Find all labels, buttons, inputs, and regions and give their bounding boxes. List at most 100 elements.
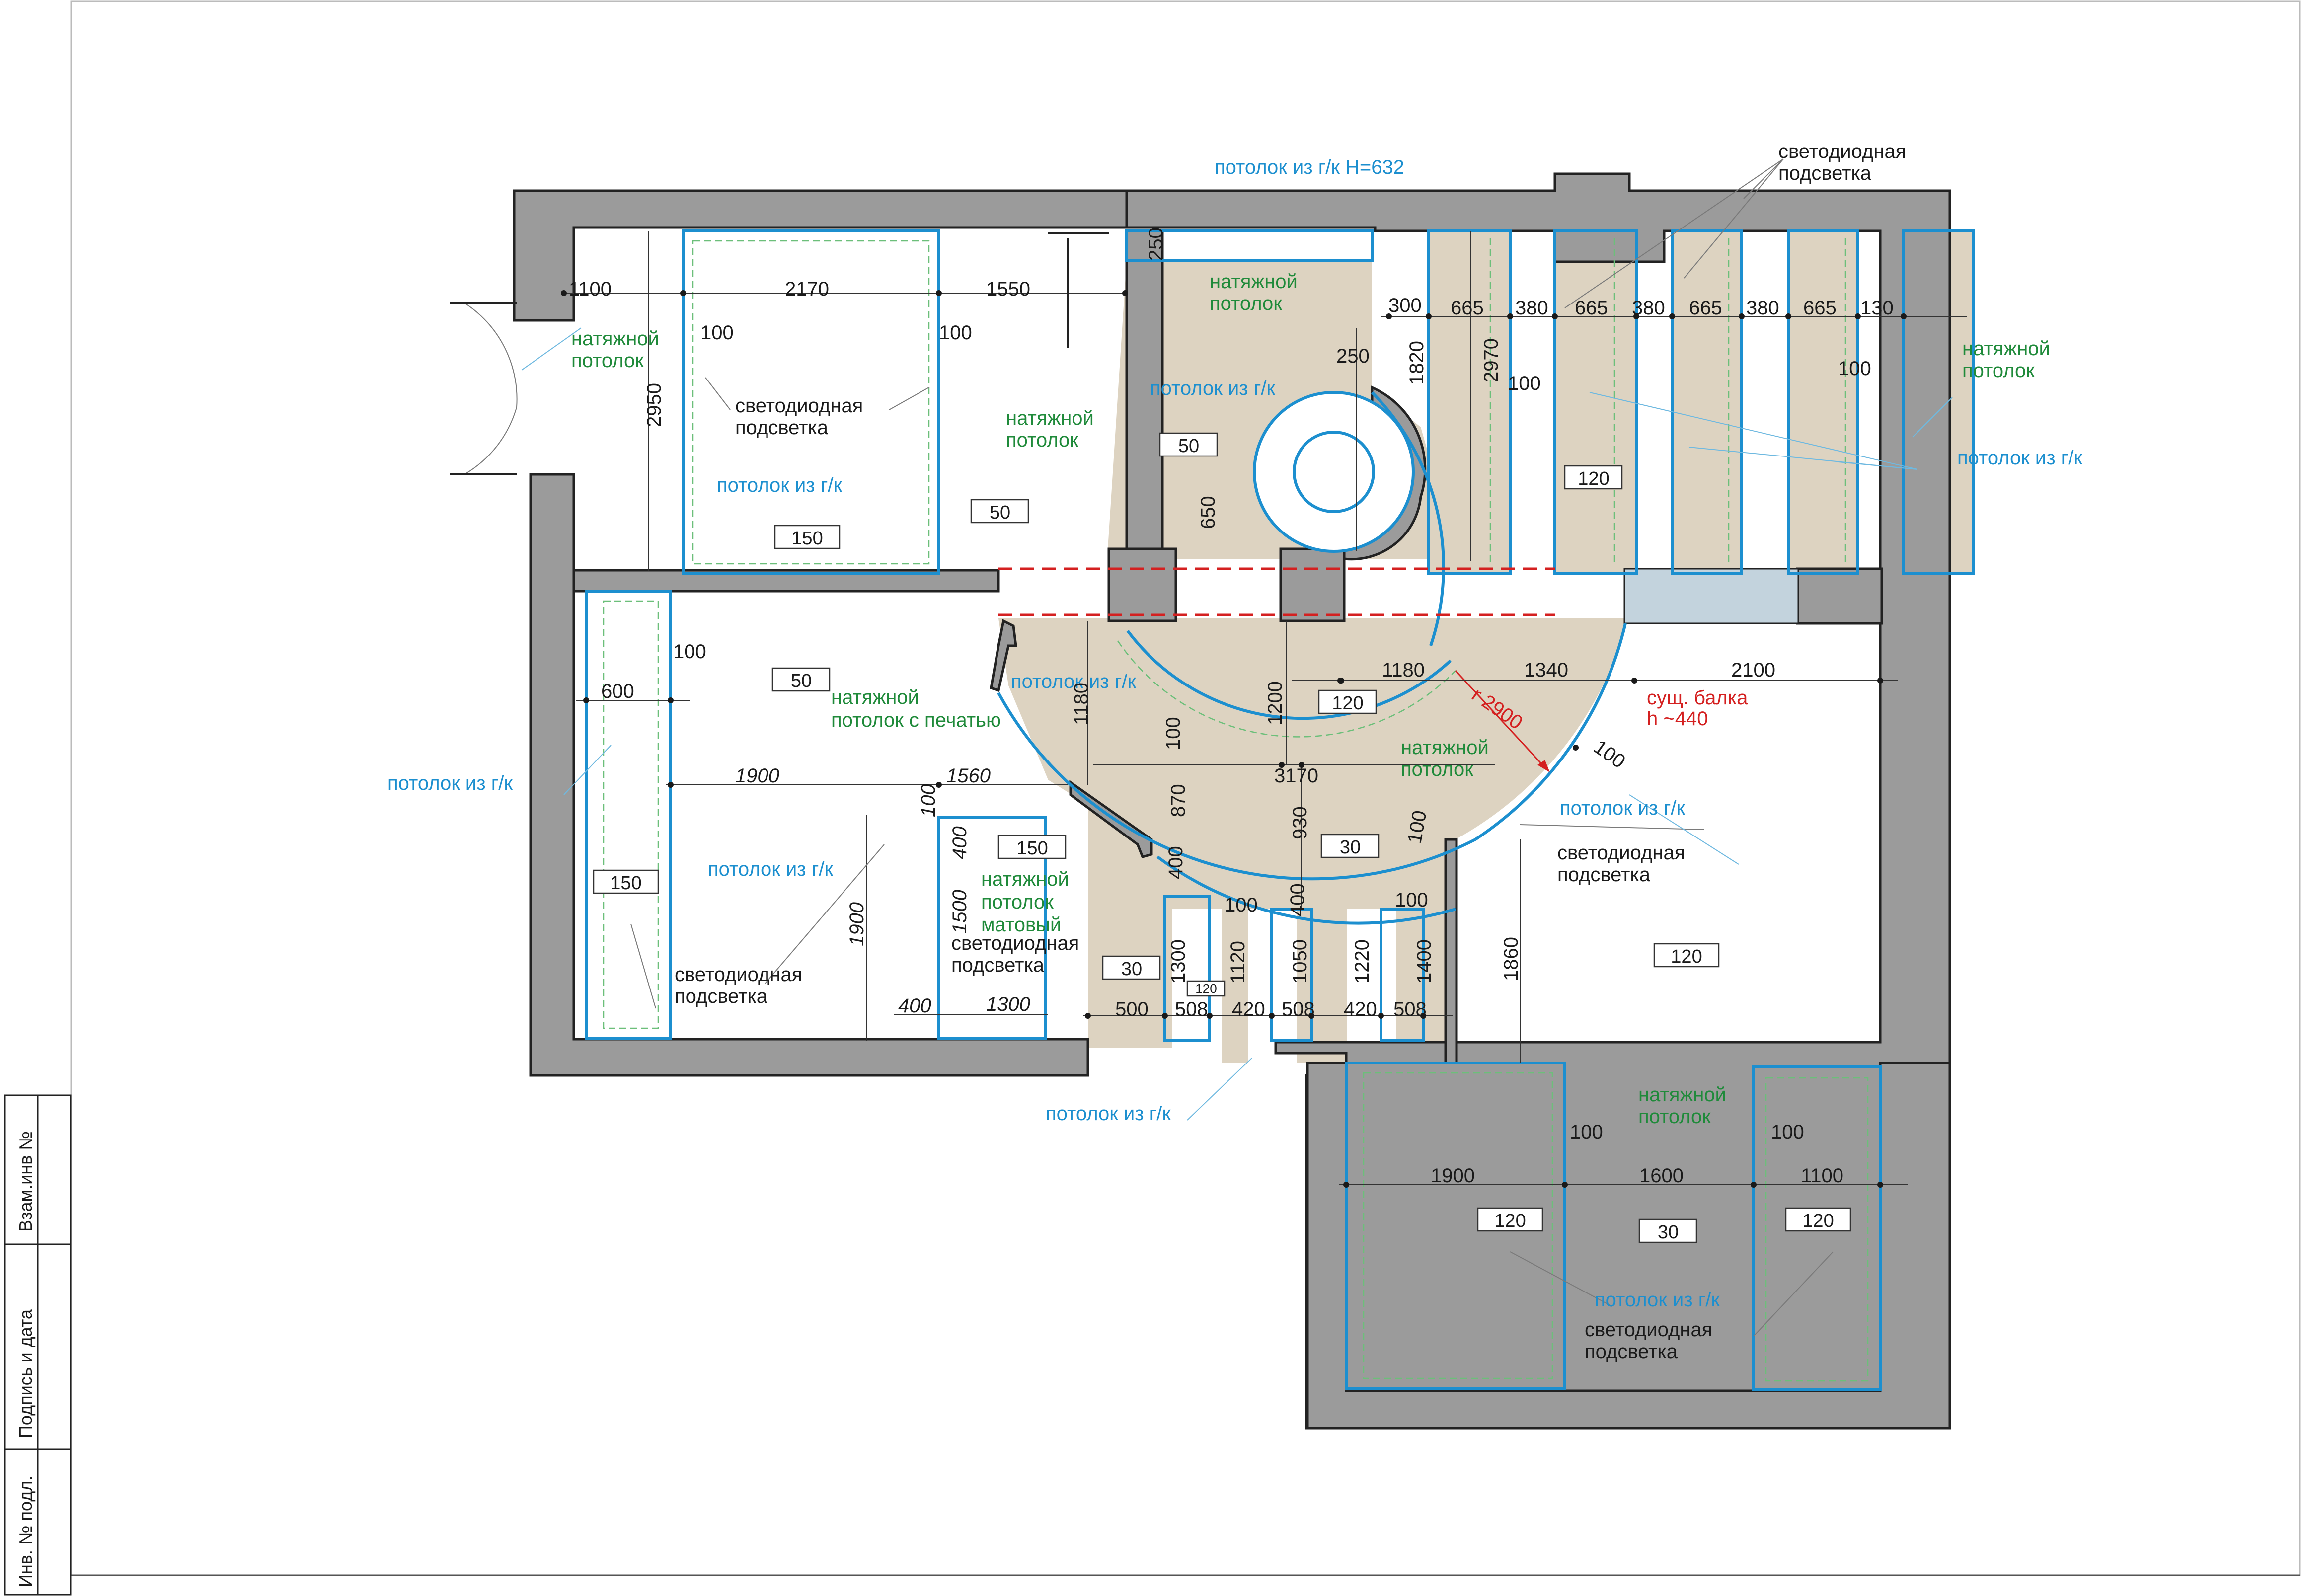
level-tag: 120 xyxy=(1332,693,1363,714)
label-gk: потолок из г/к xyxy=(1595,1289,1720,1311)
dim-text: 420 xyxy=(1344,998,1377,1020)
label-line: потолок xyxy=(1962,360,2035,381)
dim-text: 2100 xyxy=(1731,659,1775,681)
dim-text: 1100 xyxy=(569,278,612,300)
stretch-ceiling-fill xyxy=(998,231,1973,1063)
dim-text: 1820 xyxy=(1406,341,1428,385)
level-tag: 120 xyxy=(1494,1211,1526,1231)
dim-text: 1300 xyxy=(1167,939,1189,984)
dim-text: 100 xyxy=(673,641,706,663)
level-tag: 30 xyxy=(1658,1222,1679,1243)
dimension-texts: 1100 2170 1550 2950 100 100 300 665 380 … xyxy=(569,228,1894,1187)
dim-text: 380 xyxy=(1746,297,1779,319)
label-line: светодиодная xyxy=(675,964,802,986)
level-tag: 120 xyxy=(1802,1211,1834,1231)
label-line: потолок xyxy=(981,891,1054,913)
door-swings xyxy=(450,232,1109,475)
dim-text: 500 xyxy=(1115,998,1149,1020)
dim-text: 400 xyxy=(949,826,971,859)
dim-text: 665 xyxy=(1575,297,1608,319)
dim-text: 1300 xyxy=(986,993,1030,1015)
label-line: светодиодная xyxy=(1557,842,1685,864)
gk-labels: потолок из г/к H=632 потолок из г/к пото… xyxy=(387,156,2082,1311)
level-tag: 150 xyxy=(791,528,823,549)
label-gk: потолок из г/к xyxy=(1957,447,2082,469)
level-tag: 30 xyxy=(1340,837,1361,858)
dim-text: 100 xyxy=(1225,894,1258,916)
dim-text: 1500 xyxy=(949,890,971,934)
title-block: Взам.инв № Подпись и дата Инв. № подл. xyxy=(4,1094,72,1596)
label-line: натяжной xyxy=(1401,737,1489,759)
dim-text: 250 xyxy=(1336,345,1370,367)
dim-text: 100 xyxy=(1395,889,1428,911)
dim-text: 380 xyxy=(1515,297,1548,319)
label-line: потолок xyxy=(571,350,644,372)
dim-text: 870 xyxy=(1167,784,1189,817)
dim-text: 100 xyxy=(1771,1121,1804,1143)
label-line: натяжной xyxy=(571,328,659,350)
label-gk-h632: потолок из г/к H=632 xyxy=(1215,156,1404,178)
label-line: натяжной xyxy=(1210,271,1298,293)
dim-text: 2170 xyxy=(785,278,829,300)
dim-text: 600 xyxy=(601,681,634,702)
dim-text: 1050 xyxy=(1289,939,1311,984)
label-line: светодиодная xyxy=(1778,141,1906,162)
dim-text: 1550 xyxy=(986,278,1030,300)
dim-text: 100 xyxy=(1838,358,1871,380)
dim-text: 400 xyxy=(1165,846,1187,879)
label-gk: потолок из г/к xyxy=(717,474,842,496)
dim-text: 100 xyxy=(1162,717,1184,750)
level-tag: 120 xyxy=(1671,946,1702,967)
label-line: натяжной xyxy=(981,868,1069,890)
level-tag: 50 xyxy=(791,671,812,691)
dim-text: 1220 xyxy=(1351,939,1373,984)
leader-lines xyxy=(521,158,1953,1337)
label-gk: потолок из г/к xyxy=(1560,797,1685,819)
dim-text: 400 xyxy=(898,995,931,1017)
label-beam-height: h ~440 xyxy=(1647,708,1708,730)
label-line: потолок с печатью xyxy=(831,709,1001,731)
dim-text: 508 xyxy=(1393,998,1427,1020)
dim-text: 1400 xyxy=(1413,939,1435,984)
sheet-frame xyxy=(70,0,2301,1576)
label-line: натяжной xyxy=(1006,407,1094,429)
gk-outlines xyxy=(585,229,1975,1391)
dim-text: 930 xyxy=(1289,806,1311,839)
dim-text: 508 xyxy=(1282,998,1315,1020)
dim-text: 1120 xyxy=(1227,941,1249,984)
dim-text: 300 xyxy=(1388,295,1422,316)
dim-text: 665 xyxy=(1689,297,1722,319)
dim-text: 1600 xyxy=(1639,1165,1684,1187)
label-gk: потолок из г/к xyxy=(1150,378,1275,399)
dim-text: 2950 xyxy=(643,383,665,427)
level-tag: 30 xyxy=(1121,959,1142,980)
title-cell-2: Подпись и дата xyxy=(15,1309,36,1438)
dim-text: 1900 xyxy=(735,765,779,787)
label-line: подсветка xyxy=(951,954,1045,976)
level-tag: 50 xyxy=(1178,436,1199,456)
label-line: натяжной xyxy=(1638,1084,1726,1106)
label-line: потолок xyxy=(1638,1106,1711,1128)
label-gk: потолок из г/к xyxy=(708,858,833,880)
dimension-dots xyxy=(561,290,1907,1188)
dim-text: 1900 xyxy=(846,902,868,946)
label-line: подсветка xyxy=(1557,864,1651,886)
dim-text: 100 xyxy=(918,784,939,817)
dim-text: 380 xyxy=(1632,297,1665,319)
dim-text: 100 xyxy=(1508,373,1541,394)
dim-text: 665 xyxy=(1803,297,1837,319)
